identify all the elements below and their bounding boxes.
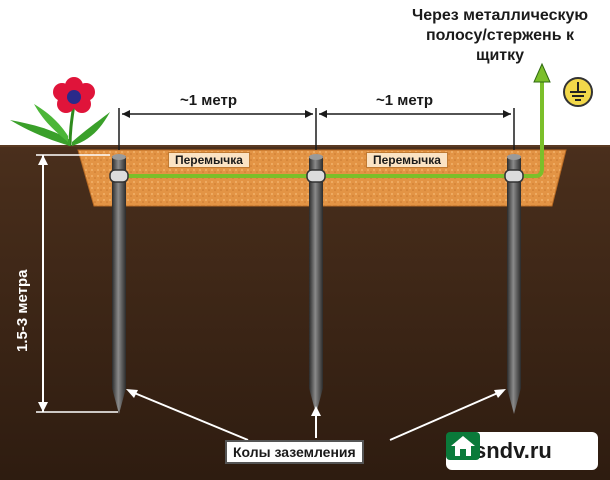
depth-label: 1.5-3 метра: [14, 269, 31, 352]
ground-symbol-icon: [563, 77, 593, 107]
grounding-rod-3: [504, 154, 524, 414]
house-logo-icon: [446, 432, 480, 460]
flower-icon: [10, 77, 110, 147]
depth-dimension: [36, 154, 118, 413]
spacing-label-right: ~1 метр: [376, 92, 434, 109]
grounding-rod-2: [306, 154, 326, 414]
jumper-label-right: Перемычка: [366, 152, 448, 168]
spacing-dimension: [118, 108, 515, 150]
grounding-rod-1: [109, 154, 129, 414]
rods-label: Колы заземления: [225, 440, 364, 464]
rod-pointer-arrows: [126, 389, 506, 441]
watermark-badge[interactable]: rosndv.ru: [446, 432, 598, 470]
jumper-label-left: Перемычка: [168, 152, 250, 168]
top-note: Через металлическую полосу/стержень к щи…: [411, 7, 589, 64]
spacing-label-left: ~1 метр: [180, 92, 238, 109]
conductor: [126, 62, 551, 178]
